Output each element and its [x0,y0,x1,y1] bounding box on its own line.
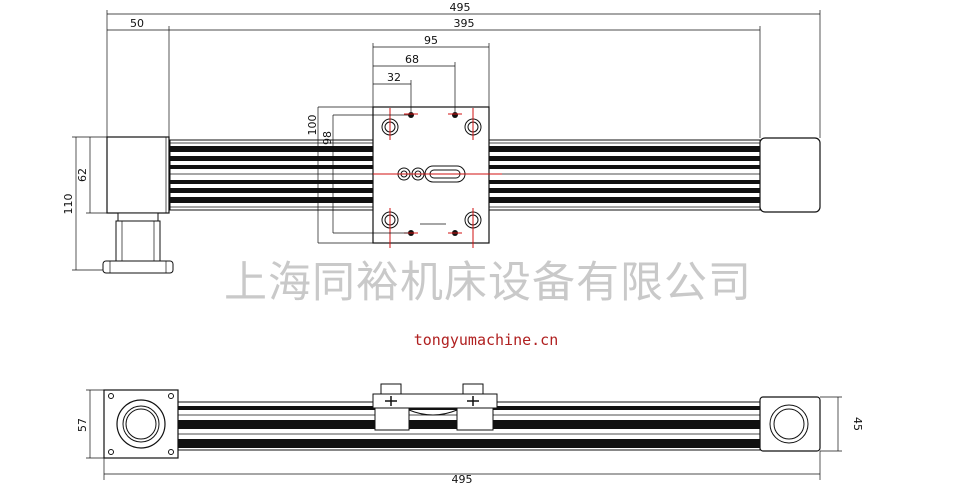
dimension-slider-height: 100 [306,115,319,136]
top-view: 495 50 395 95 68 32 100 98 110 62 [62,1,821,274]
right-end-plate [759,396,821,452]
bottom-view: 495 57 45 [76,383,864,486]
dimension-bottom-length: 495 [452,473,473,486]
dimension-end-cap-height: 62 [76,168,89,182]
dimension-overall-length: 495 [450,1,471,14]
dimension-slider-width: 95 [424,34,438,47]
dimension-hole-offset: 32 [387,71,401,84]
dimension-bottom-left-height: 57 [76,418,89,432]
left-end-cap [102,136,174,274]
dimension-rail-length: 395 [454,17,475,30]
dimension-end-cap-width: 50 [130,17,144,30]
slider-plate-top [372,106,502,248]
website-link[interactable]: tongyumachine.cn [414,331,559,349]
bottom-dimension-lines [86,389,842,480]
slider-carriage-side [372,383,498,431]
dimension-hole-vertical: 98 [321,131,334,145]
left-end-plate [103,389,179,459]
dimension-bottom-right-height: 45 [851,417,864,431]
dimension-hole-spacing: 68 [405,53,419,66]
company-watermark: 上海同裕机床设备有限公司 [224,258,752,308]
dimension-motor-height: 110 [62,194,75,215]
top-dimension-lines [72,10,821,271]
right-end-cap [759,137,821,213]
